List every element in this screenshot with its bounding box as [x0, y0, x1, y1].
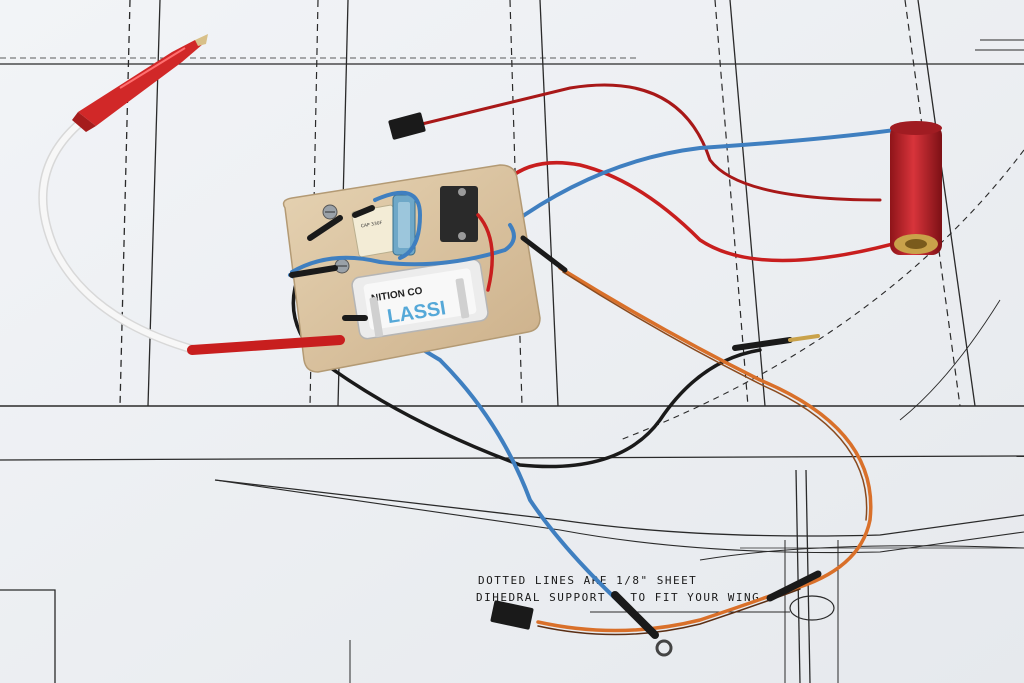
heatshrink-black-lower: [766, 570, 822, 602]
servo-connector-bottom: [490, 600, 534, 630]
alligator-clip: [72, 34, 208, 132]
ignition-module: NITION CO LASSI: [351, 258, 489, 340]
bullet-connector: [732, 334, 820, 351]
wiring: [38, 83, 902, 636]
wire-orange-servo: [558, 266, 873, 592]
servo-connector-top: [388, 112, 426, 140]
heatshrink-red: [187, 335, 345, 355]
wire-red-battery: [476, 160, 902, 263]
plan-note-line1: DOTTED LINES ARE 1/8" SHEET: [478, 574, 697, 587]
wire-blue-over-board: [290, 223, 516, 274]
wire-red-switch-lead: [420, 83, 882, 202]
wire-blue-loop: [373, 190, 423, 260]
micro-switch: [440, 186, 478, 242]
ring-terminal: [611, 591, 673, 657]
capacitor-text: CAP 330F: [360, 220, 383, 230]
wire-blue-battery: [508, 128, 897, 227]
battery-cell: [890, 121, 942, 255]
blue-connector: [392, 194, 416, 256]
wire-red-loop: [476, 213, 494, 292]
